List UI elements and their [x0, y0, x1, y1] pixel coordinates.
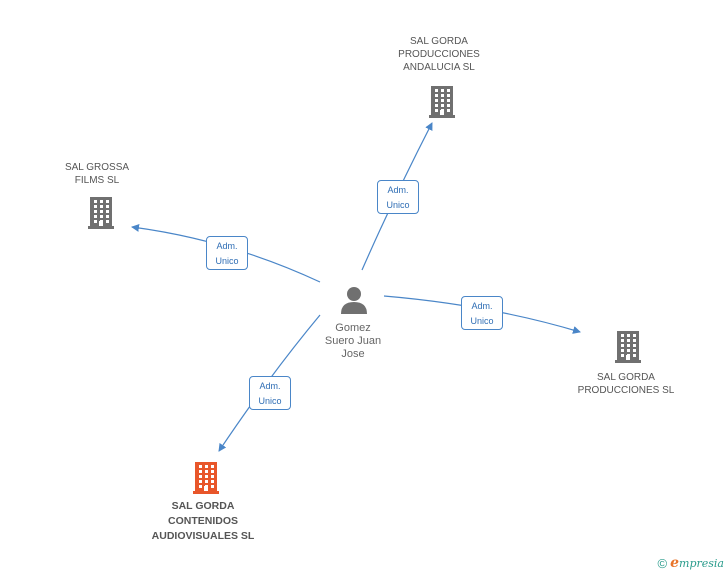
company-label-andalucia[interactable]: SAL GORDA PRODUCCIONES ANDALUCIA SL [359, 35, 519, 74]
edge-label-grossa[interactable]: Adm. Unico [206, 236, 248, 270]
company-label-grossa[interactable]: SAL GROSSA FILMS SL [17, 161, 177, 187]
company-label-producciones[interactable]: SAL GORDA PRODUCCIONES SL [546, 371, 706, 397]
company-label-line: PRODUCCIONES [398, 49, 480, 60]
edge-label-producciones[interactable]: Adm. Unico [461, 296, 503, 330]
edge-label-line: Adm. [387, 185, 409, 195]
person-name-line: Gomez [335, 322, 371, 334]
building-icon[interactable] [615, 331, 641, 363]
person-name-line: Suero Juan [324, 335, 382, 347]
company-label-line: SAL GROSSA [64, 162, 130, 173]
company-label-line: AUDIOVISUALES SL [151, 530, 255, 542]
building-icon[interactable] [429, 86, 455, 118]
edge-label-line: Unico [215, 256, 239, 266]
edge-label-line: Adm. [259, 381, 281, 391]
edge-label-line: Unico [386, 200, 410, 210]
edge-label-line: Unico [258, 396, 282, 406]
person-name-line: Jose [341, 348, 365, 360]
company-label-line: SAL GORDA [171, 500, 235, 512]
edge-label-line: Unico [470, 316, 494, 326]
building-icon[interactable] [88, 197, 114, 229]
company-label-line: FILMS SL [74, 175, 120, 186]
company-label-contenidos[interactable]: SAL GORDA CONTENIDOS AUDIOVISUALES SL [123, 499, 283, 544]
edge-label-andalucia[interactable]: Adm. Unico [377, 180, 419, 214]
edge-label-line: Adm. [216, 241, 238, 251]
person-icon[interactable] [341, 287, 367, 314]
copyright-symbol: © [657, 555, 668, 571]
brand-logo[interactable]: empresia [670, 555, 724, 571]
company-label-line: ANDALUCIA SL [403, 62, 475, 73]
company-label-line: PRODUCCIONES SL [577, 385, 675, 396]
building-icon[interactable] [193, 462, 219, 494]
edge-label-contenidos[interactable]: Adm. Unico [249, 376, 291, 410]
footer-brand: © empresia [658, 555, 724, 571]
company-label-line: SAL GORDA [597, 372, 655, 383]
company-label-line: CONTENIDOS [167, 515, 238, 527]
edge-label-line: Adm. [471, 301, 493, 311]
company-label-line: SAL GORDA [410, 36, 468, 47]
